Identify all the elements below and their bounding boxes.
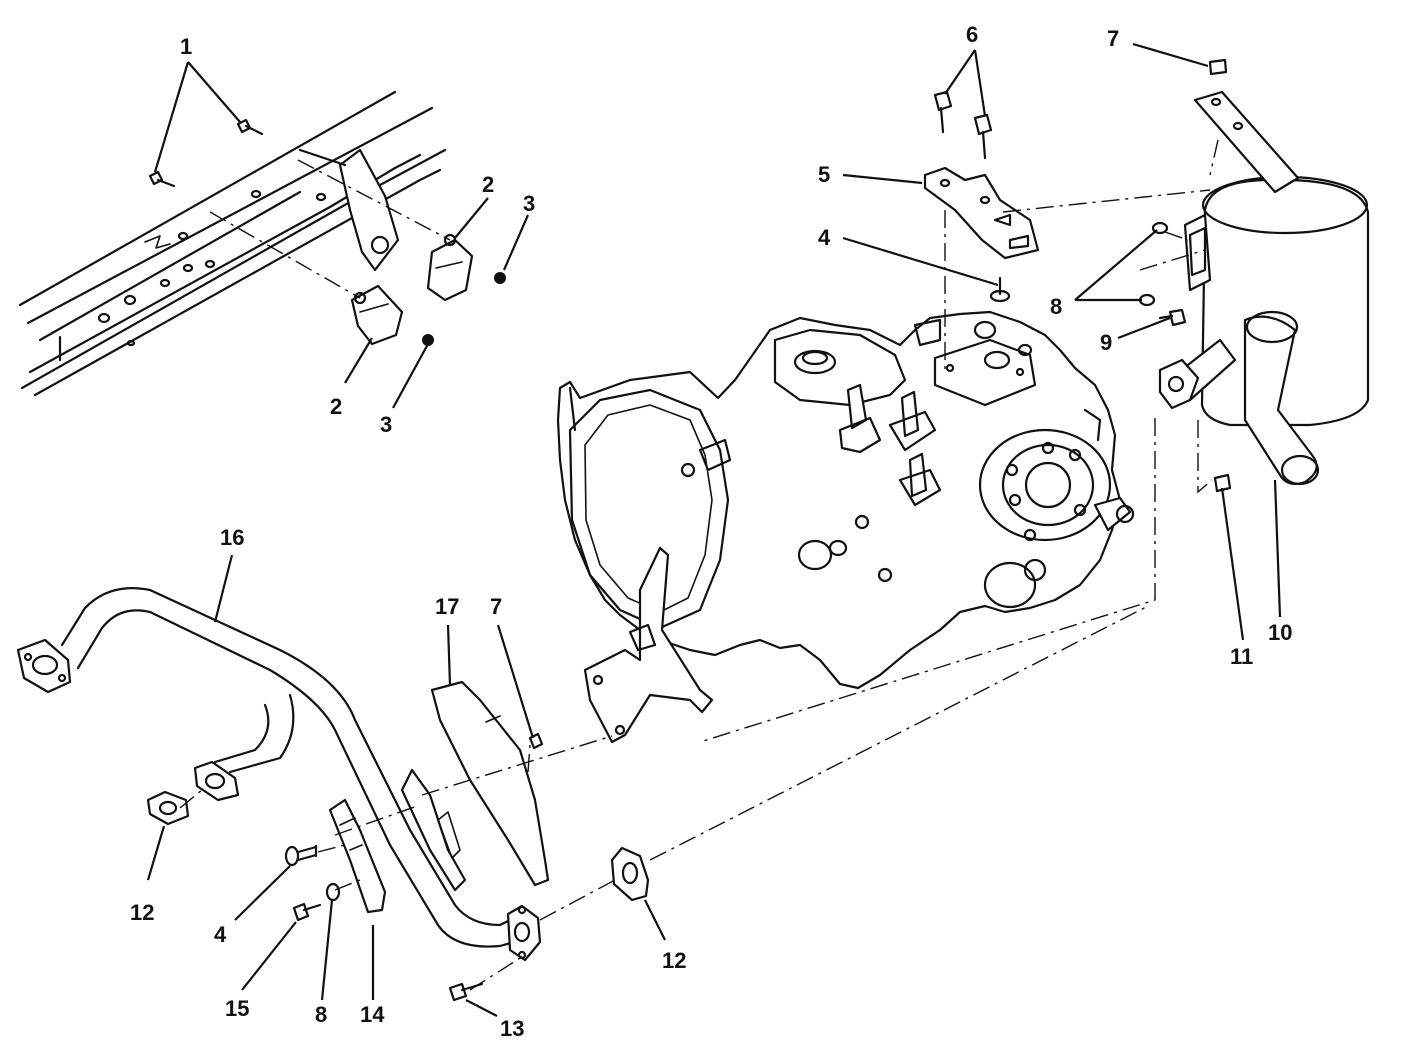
callout-10: 10 [1268,620,1292,645]
callout-6: 6 [966,22,978,47]
callout-3-upper: 3 [523,191,535,216]
gasket-item-12-right [610,846,650,902]
washer-item-8-left [325,882,341,902]
callout-labels: 1 2 3 2 3 6 7 5 4 8 9 16 17 7 11 10 12 4… [130,22,1292,1041]
callout-12-left: 12 [130,900,154,925]
bolt-item-15 [292,902,322,922]
bolt-item-6-right [973,113,993,160]
callout-13: 13 [500,1016,524,1041]
exhaust-pipe-item-16 [16,587,542,962]
leader-lines [146,42,1282,1017]
mount-plate-item-5 [923,166,1040,260]
bolt-item-1-lower [148,170,176,188]
callout-8-upper: 8 [1050,294,1062,319]
callout-8-lower: 8 [315,1002,327,1027]
callout-2-upper: 2 [482,172,494,197]
callout-2-lower: 2 [330,394,342,419]
shift-bracket [583,546,714,744]
nut-item-3-lower [422,334,434,346]
callout-4-lower: 4 [214,922,227,947]
callout-7-lower: 7 [490,594,502,619]
bracket-item-14 [328,798,387,914]
callout-12-right: 12 [662,948,686,973]
callout-14: 14 [360,1002,385,1027]
bolt-item-9 [1158,308,1187,327]
nut-item-7-upper [1208,58,1228,76]
gasket-item-12-left [146,790,190,826]
callout-17: 17 [435,594,459,619]
nut-item-3-upper [494,272,506,284]
callout-5: 5 [818,162,830,187]
bolt-item-6-left [933,90,953,134]
callout-15: 15 [225,996,249,1021]
callout-1: 1 [180,34,192,59]
nut-item-11 [1213,473,1232,493]
washer-item-8-lower [1138,293,1156,307]
transaxle-housing [556,310,1135,690]
mount-item-2-upper [426,233,474,302]
frame-rail [18,90,447,397]
callout-9: 9 [1100,330,1112,355]
callout-16: 16 [220,525,244,550]
callout-7-upper: 7 [1107,26,1119,51]
bolt-item-4-lower [284,844,318,867]
callout-3-lower: 3 [380,412,392,437]
callout-4-upper: 4 [818,225,831,250]
muffler-item-10 [1158,90,1370,486]
callout-11: 11 [1230,644,1253,669]
bolt-item-13 [448,982,484,1002]
heat-shield-item-17 [400,680,550,892]
bolt-item-1-upper [236,118,264,136]
mount-item-2-lower [350,284,404,346]
bolt-item-4-upper [989,276,1011,303]
